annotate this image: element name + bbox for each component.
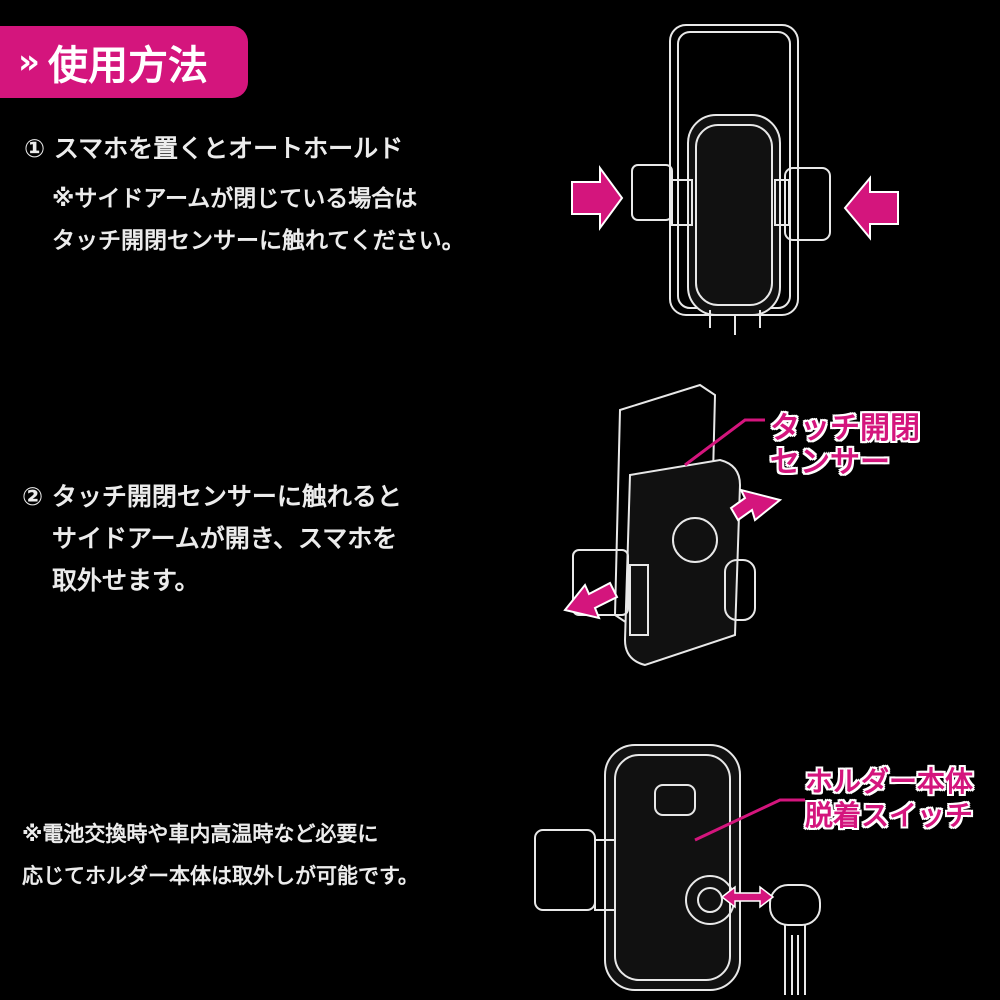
arrow-down-left-icon xyxy=(563,581,619,620)
step2-line3: 取外せます。 xyxy=(52,566,200,595)
step1-note-line1: ※サイドアームが閉じている場合は xyxy=(52,186,418,212)
step2-line1: ② タッチ開閉センサーに触れると xyxy=(22,482,402,511)
section-title: 使用方法 xyxy=(47,43,208,89)
touch-sensor-callout: タッチ開閉 センサー xyxy=(770,412,920,480)
double-arrow-icon xyxy=(720,885,775,909)
detach-switch-callout: ホルダー本体 脱着スイッチ xyxy=(805,765,973,833)
callout-line2: センサー xyxy=(770,445,890,480)
step1-note-line2: タッチ開閉センサーに触れてください。 xyxy=(52,228,465,254)
callout-line1: タッチ開閉 xyxy=(770,411,920,446)
step1-title: ① スマホを置くとオートホールド xyxy=(24,134,404,163)
arrow-up-right-icon xyxy=(729,488,783,522)
step2-line2: サイドアームが開き、スマホを xyxy=(52,524,398,553)
step3-line1: ※電池交換時や車内高温時など必要に xyxy=(22,822,379,846)
double-chevron-icon: » xyxy=(18,42,40,82)
step3-line2: 応じてホルダー本体は取外しが可能です。 xyxy=(22,864,419,888)
arrow-left-icon xyxy=(843,175,899,241)
callout-line2: 脱着スイッチ xyxy=(805,799,974,832)
holder-detach-illustration xyxy=(534,744,821,995)
holder-front-illustration xyxy=(571,24,899,335)
callout-line1: ホルダー本体 xyxy=(805,765,974,798)
section-header: » 使用方法 xyxy=(0,26,248,98)
holder-side-illustration xyxy=(563,383,783,667)
arrow-right-icon xyxy=(571,164,624,232)
